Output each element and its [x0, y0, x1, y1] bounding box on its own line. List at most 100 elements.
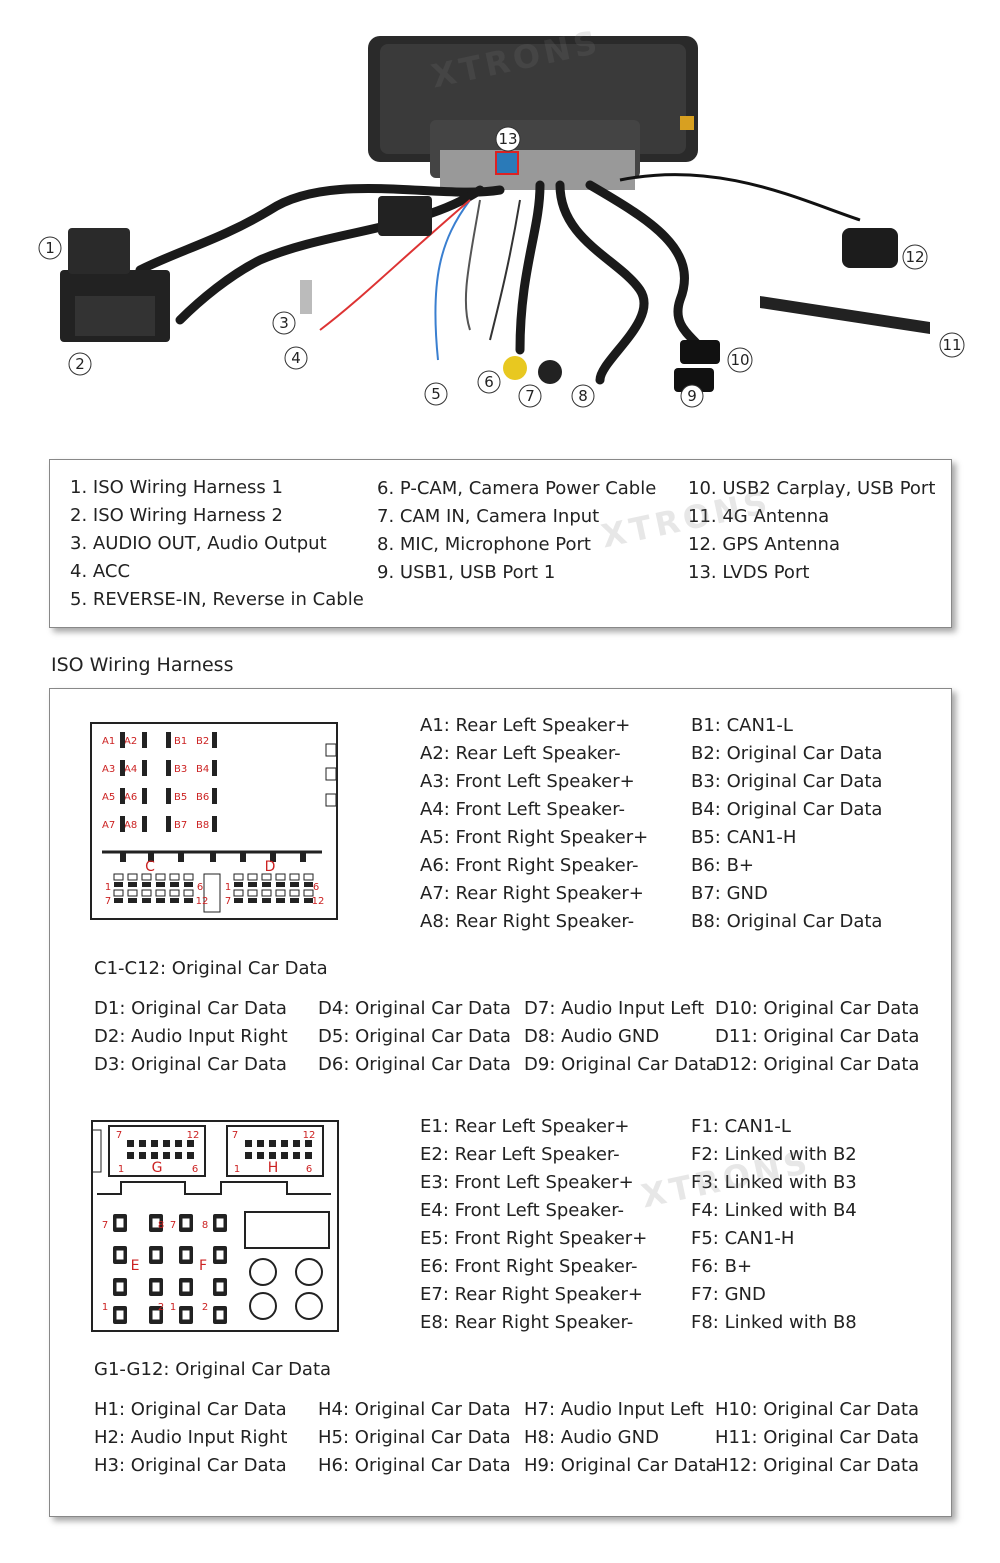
usb-plug-image-1: [680, 340, 720, 364]
svg-text:1: 1: [102, 1302, 108, 1313]
svg-text:7: 7: [525, 387, 535, 405]
svg-text:A3: A3: [102, 764, 115, 775]
pin-d: D2: Audio Input Right: [94, 1026, 288, 1047]
pin-e-3: E3: Front Left Speaker+: [420, 1172, 634, 1193]
svg-text:6: 6: [192, 1164, 198, 1175]
pin-d: D11: Original Car Data: [715, 1026, 920, 1047]
pin-a-5: A5: Front Right Speaker+: [420, 827, 649, 848]
svg-text:B7: B7: [174, 820, 187, 831]
svg-text:B8: B8: [196, 820, 209, 831]
pin-h: H3: Original Car Data: [94, 1455, 287, 1476]
legend-item-1: 1. ISO Wiring Harness 1: [70, 477, 283, 498]
pin-d: D12: Original Car Data: [715, 1054, 920, 1075]
legend-item-4: 4. ACC: [70, 561, 131, 582]
c-pins-line: C1-C12: Original Car Data: [94, 958, 328, 979]
pin-b-3: B3: Original Car Data: [691, 771, 883, 792]
svg-text:13: 13: [498, 130, 517, 148]
legend-item-5: 5. REVERSE-IN, Reverse in Cable: [70, 589, 364, 610]
svg-text:8: 8: [158, 1220, 164, 1231]
g-pins-line: G1-G12: Original Car Data: [94, 1359, 332, 1380]
svg-text:2: 2: [202, 1302, 208, 1313]
pin-d: D9: Original Car Data: [524, 1054, 717, 1075]
svg-text:A6: A6: [124, 792, 137, 803]
pin-f-2: F2: Linked with B2: [691, 1144, 857, 1165]
legend-panel: [49, 459, 952, 628]
svg-text:7: 7: [102, 1220, 108, 1231]
pin-a-7: A7: Rear Right Speaker+: [420, 883, 644, 904]
svg-text:B3: B3: [174, 764, 187, 775]
pin-h: H12: Original Car Data: [715, 1455, 920, 1476]
svg-text:7: 7: [232, 1130, 238, 1141]
pin-b-8: B8: Original Car Data: [691, 911, 883, 932]
pin-h: H2: Audio Input Right: [94, 1427, 288, 1448]
pin-d: D7: Audio Input Left: [524, 998, 705, 1019]
pin-d: D6: Original Car Data: [318, 1054, 511, 1075]
pin-e-4: E4: Front Left Speaker-: [420, 1200, 625, 1221]
callout-9: 9: [680, 384, 704, 408]
pin-b-7: B7: GND: [691, 883, 768, 904]
callout-1: 1: [38, 236, 62, 260]
legend-item-7: 7. CAM IN, Camera Input: [377, 506, 600, 527]
callout-2: 2: [68, 352, 92, 376]
svg-text:1: 1: [225, 882, 231, 893]
connector-label-e: E: [131, 1258, 140, 1274]
pin-a-4: A4: Front Left Speaker-: [420, 799, 625, 820]
pin-h: H4: Original Car Data: [318, 1399, 511, 1420]
callout-6: 6: [477, 370, 501, 394]
pin-f-6: F6: B+: [691, 1256, 753, 1277]
pin-h: H8: Audio GND: [524, 1427, 659, 1448]
connector-diagram-ef: 7 12 1 6 G 7 12 1 6 H 7 8 1 2 7 8 1 2 E …: [91, 1120, 339, 1332]
callout-11: 11: [939, 332, 965, 358]
callout-8: 8: [571, 384, 595, 408]
pin-e-2: E2: Rear Left Speaker-: [420, 1144, 620, 1165]
pin-f-8: F8: Linked with B8: [691, 1312, 857, 1333]
pin-f-3: F3: Linked with B3: [691, 1172, 857, 1193]
callout-13: 13: [495, 126, 521, 152]
pin-a-1: A1: Rear Left Speaker+: [420, 715, 631, 736]
connector-label-d: D: [265, 859, 276, 875]
pin-d: D8: Audio GND: [524, 1026, 660, 1047]
svg-text:6: 6: [306, 1164, 312, 1175]
pin-h: H1: Original Car Data: [94, 1399, 287, 1420]
iso-connector-image: [60, 228, 170, 342]
svg-text:2: 2: [158, 1302, 164, 1313]
svg-text:12: 12: [905, 248, 924, 266]
legend-item-12: 12. GPS Antenna: [688, 534, 840, 555]
pin-h: H11: Original Car Data: [715, 1427, 920, 1448]
pin-e-1: E1: Rear Left Speaker+: [420, 1116, 630, 1137]
svg-text:1: 1: [234, 1164, 240, 1175]
callout-7: 7: [518, 384, 542, 408]
pin-e-5: E5: Front Right Speaker+: [420, 1228, 648, 1249]
gps-antenna-image: [842, 228, 898, 268]
pin-e-6: E6: Front Right Speaker-: [420, 1256, 638, 1277]
pin-b-5: B5: CAN1-H: [691, 827, 797, 848]
pin-b-2: B2: Original Car Data: [691, 743, 883, 764]
iso-section-title: ISO Wiring Harness: [51, 654, 234, 676]
pin-f-4: F4: Linked with B4: [691, 1200, 857, 1221]
pin-a-2: A2: Rear Left Speaker-: [420, 743, 621, 764]
callout-3: 3: [272, 311, 296, 335]
pin-h: H9: Original Car Data: [524, 1455, 717, 1476]
pin-d: D1: Original Car Data: [94, 998, 287, 1019]
callout-5: 5: [424, 382, 448, 406]
svg-text:8: 8: [578, 387, 588, 405]
svg-text:1: 1: [170, 1302, 176, 1313]
svg-text:A5: A5: [102, 792, 115, 803]
svg-text:7: 7: [105, 896, 111, 907]
pin-d: D4: Original Car Data: [318, 998, 511, 1019]
legend-item-6: 6. P-CAM, Camera Power Cable: [377, 478, 657, 499]
svg-text:A2: A2: [124, 736, 137, 747]
legend-item-2: 2. ISO Wiring Harness 2: [70, 505, 283, 526]
pin-d: D5: Original Car Data: [318, 1026, 511, 1047]
relay-box-image: [378, 196, 432, 236]
pin-a-8: A8: Rear Right Speaker-: [420, 911, 635, 932]
rca-black-image: [538, 360, 562, 384]
svg-text:11: 11: [942, 336, 961, 354]
legend-item-11: 11. 4G Antenna: [688, 506, 830, 527]
legend-item-10: 10. USB2 Carplay, USB Port: [688, 478, 936, 499]
svg-text:3: 3: [279, 314, 289, 332]
svg-text:12: 12: [303, 1130, 316, 1141]
svg-text:6: 6: [197, 882, 203, 893]
antenna-4g-image: [760, 296, 930, 334]
